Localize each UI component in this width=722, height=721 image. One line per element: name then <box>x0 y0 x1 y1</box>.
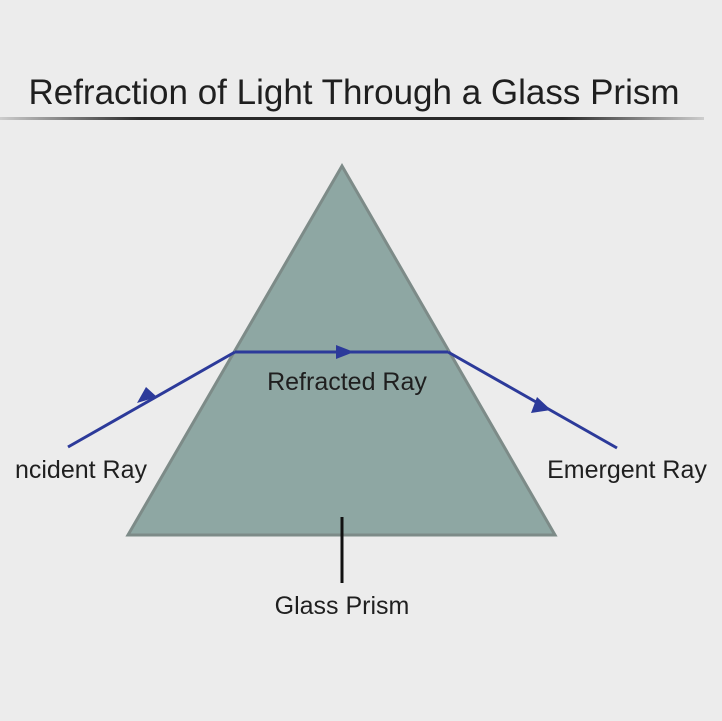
incident-ray <box>67 350 236 449</box>
emergent-ray <box>447 350 618 450</box>
incident-ray-label: ncident Ray <box>15 456 148 484</box>
title-underline <box>0 117 704 120</box>
incident-ray-arrow <box>137 387 157 403</box>
glass-prism-label: Glass Prism <box>275 592 410 620</box>
diagram-title: Refraction of Light Through a Glass Pris… <box>28 73 679 112</box>
emergent-ray-label: Emergent Ray <box>547 456 707 484</box>
refracted-ray-arrow <box>336 345 354 359</box>
refracted-ray-label: Refracted Ray <box>267 368 427 396</box>
emergent-ray-arrow <box>531 397 551 413</box>
